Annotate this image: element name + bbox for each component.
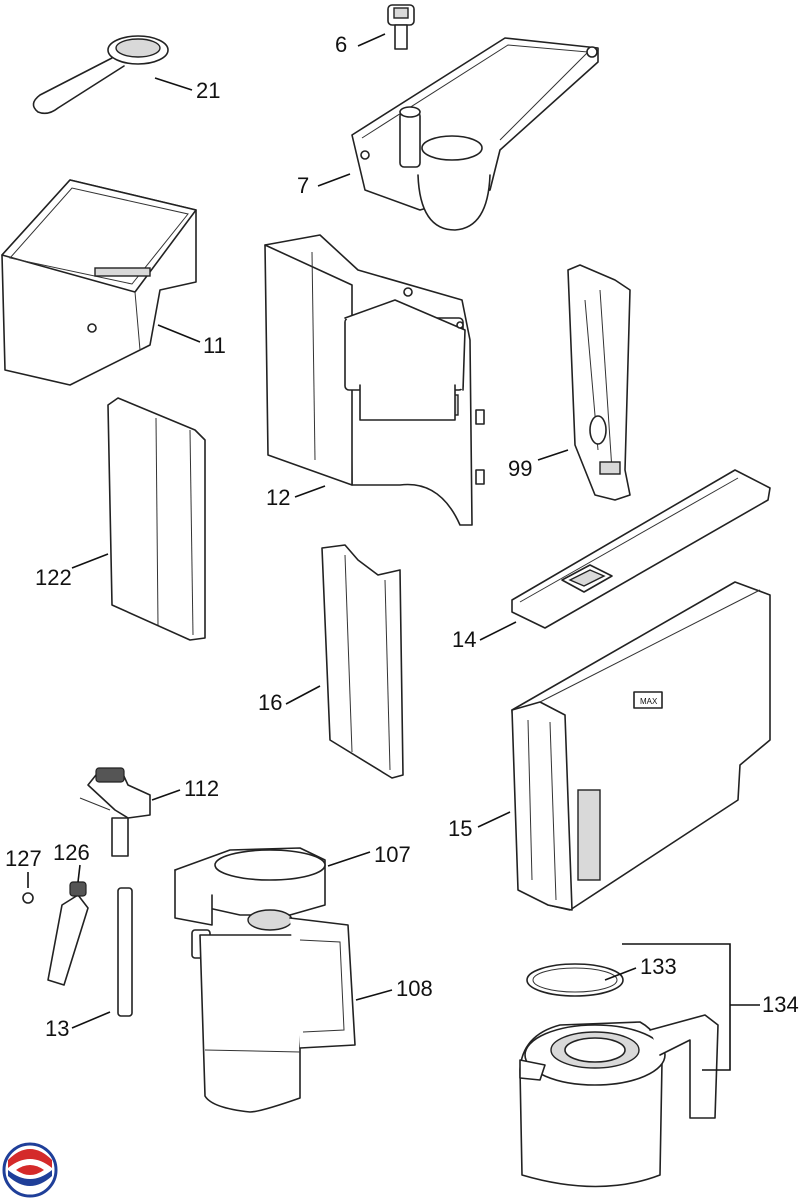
label-6: 6	[335, 32, 347, 57]
part-dispensing-tube	[47, 864, 89, 986]
label-12: 12	[266, 485, 290, 510]
part-knob	[357, 4, 415, 50]
part-milk-jug-lid	[174, 847, 371, 961]
part-labels: 21 6 7 11 12 99 122 16 14 15 112 127 126…	[5, 32, 799, 1041]
part-side-panel-left	[71, 397, 206, 641]
part-tank-lid	[479, 469, 771, 641]
brand-logo-icon	[2, 1142, 58, 1198]
label-108: 108	[396, 976, 433, 1001]
part-valve-connector	[79, 767, 181, 857]
label-7: 7	[297, 173, 309, 198]
part-intake-tube	[71, 887, 133, 1029]
part-side-panel-front	[285, 544, 404, 779]
label-11: 11	[203, 333, 226, 358]
part-measuring-scoop	[32, 35, 193, 115]
label-107: 107	[374, 842, 411, 867]
label-99: 99	[508, 456, 532, 481]
label-133: 133	[640, 954, 677, 979]
label-21: 21	[196, 78, 220, 103]
part-milk-jug	[199, 917, 393, 1113]
part-drip-tray-top	[317, 37, 599, 231]
label-134: 134	[762, 992, 799, 1017]
label-13: 13	[45, 1016, 69, 1041]
label-15: 15	[448, 816, 472, 841]
part-water-tank: MAX	[477, 581, 771, 911]
part-carafe-seal	[526, 963, 637, 997]
part-grounds-container	[1, 179, 201, 386]
label-14: 14	[452, 627, 476, 652]
part-brew-housing	[264, 234, 485, 526]
label-122: 122	[35, 565, 72, 590]
part-o-ring	[22, 872, 34, 904]
label-112: 112	[184, 776, 219, 801]
label-127: 127	[5, 846, 42, 871]
label-16: 16	[258, 690, 282, 715]
part-side-bracket	[537, 264, 631, 501]
part-thermal-carafe	[519, 943, 760, 1188]
label-126: 126	[53, 840, 90, 865]
tank-max-mark: MAX	[640, 697, 658, 706]
